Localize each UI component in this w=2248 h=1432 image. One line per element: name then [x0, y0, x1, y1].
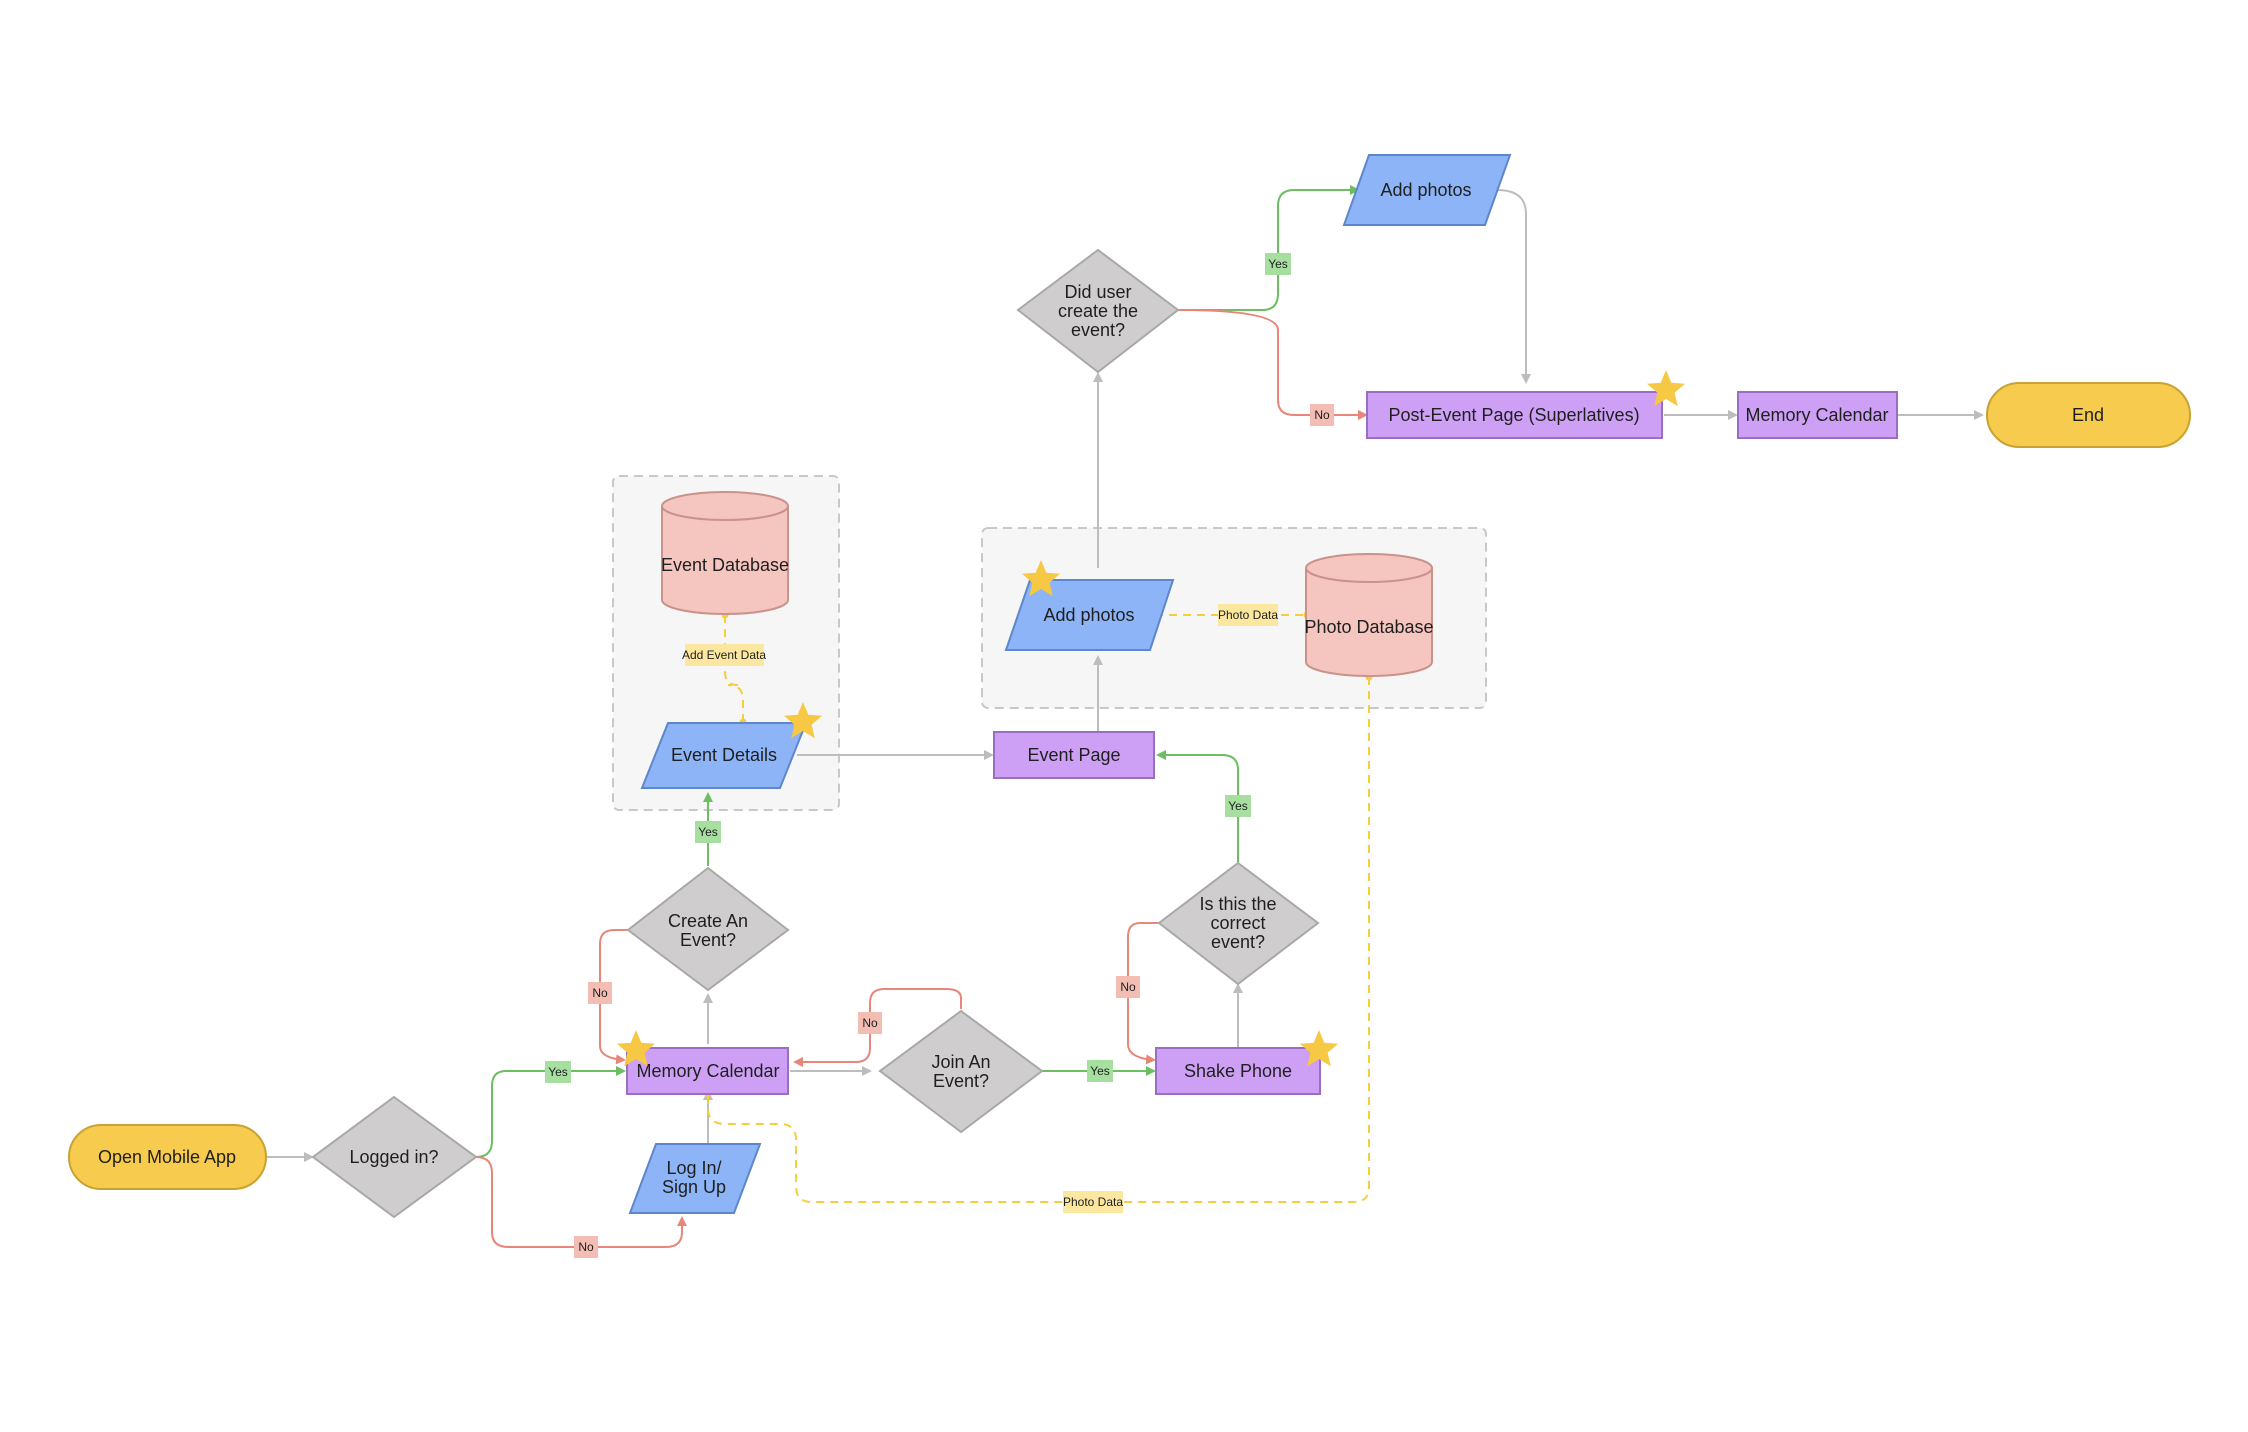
svg-text:Photo Data: Photo Data	[1063, 1195, 1123, 1209]
svg-text:event?: event?	[1211, 932, 1265, 952]
svg-text:Event Page: Event Page	[1027, 745, 1120, 765]
node-login-signup: Log In/ Sign Up	[628, 1143, 762, 1214]
node-photo-database: Photo Database	[1304, 553, 1434, 677]
svg-text:No: No	[578, 1240, 594, 1254]
node-add-photos-1: Add photos	[1004, 579, 1175, 651]
node-join-event-decision: Join An Event?	[878, 1009, 1044, 1134]
svg-text:Add photos: Add photos	[1380, 180, 1471, 200]
node-event-page: Event Page	[993, 731, 1155, 779]
label-yes-correct: Yes	[1225, 795, 1251, 817]
node-event-details: Event Details	[640, 722, 808, 789]
svg-text:Yes: Yes	[1228, 799, 1248, 813]
svg-text:Did user: Did user	[1064, 282, 1131, 302]
label-photo-data-db: Photo Data	[1218, 604, 1278, 626]
edge-create-no	[599, 929, 628, 1065]
svg-text:Event?: Event?	[680, 930, 736, 950]
svg-text:Photo Data: Photo Data	[1218, 608, 1278, 622]
label-yes-loggedin: Yes	[545, 1061, 571, 1083]
svg-text:Open Mobile App: Open Mobile App	[98, 1147, 236, 1167]
star-icon	[784, 702, 822, 739]
svg-text:Memory Calendar: Memory Calendar	[636, 1061, 779, 1081]
svg-text:Event Details: Event Details	[671, 745, 777, 765]
label-photo-data-calendar: Photo Data	[1063, 1191, 1123, 1213]
node-correct-event-decision: Is this the correct event?	[1157, 861, 1320, 986]
svg-text:Yes: Yes	[1268, 257, 1288, 271]
svg-text:Create An: Create An	[668, 911, 748, 931]
node-end: End	[1986, 382, 2191, 448]
label-no-join: No	[858, 1012, 882, 1034]
svg-text:No: No	[862, 1016, 878, 1030]
svg-text:Add Event Data: Add Event Data	[682, 648, 766, 662]
svg-text:No: No	[1314, 408, 1330, 422]
label-no-correct: No	[1116, 976, 1140, 998]
star-icon	[1022, 560, 1060, 597]
svg-text:Event Database: Event Database	[661, 555, 789, 575]
edge-didcreate-no	[1177, 309, 1368, 420]
svg-text:Add photos: Add photos	[1043, 605, 1134, 625]
edge-loggedin-yes	[475, 1066, 626, 1158]
svg-text:Yes: Yes	[698, 825, 718, 839]
svg-text:Yes: Yes	[548, 1065, 568, 1079]
label-add-event-data: Add Event Data	[682, 644, 766, 666]
svg-text:create the: create the	[1058, 301, 1138, 321]
node-create-event-decision: Create An Event?	[626, 866, 790, 992]
node-memory-calendar-main: Memory Calendar	[626, 1047, 789, 1095]
svg-text:Join An: Join An	[931, 1052, 990, 1072]
svg-text:Shake Phone: Shake Phone	[1184, 1061, 1292, 1081]
svg-text:Logged in?: Logged in?	[349, 1147, 438, 1167]
label-no-create: No	[588, 982, 612, 1004]
svg-text:Post-Event Page (Superlatives): Post-Event Page (Superlatives)	[1388, 405, 1639, 425]
svg-text:Photo Database: Photo Database	[1304, 617, 1433, 637]
svg-text:Event?: Event?	[933, 1071, 989, 1091]
label-no-didcreate: No	[1310, 404, 1334, 426]
edge-addphotos2-to-post	[1496, 189, 1531, 384]
svg-text:Log In/: Log In/	[666, 1158, 721, 1178]
label-no-loggedin: No	[574, 1236, 598, 1258]
node-open-mobile-app: Open Mobile App	[68, 1124, 267, 1190]
edge-loggedin-no	[475, 1156, 687, 1248]
label-yes-create: Yes	[695, 821, 721, 843]
svg-text:No: No	[592, 986, 608, 1000]
node-add-photos-2: Add photos	[1342, 154, 1512, 226]
label-yes-didcreate: Yes	[1265, 253, 1291, 275]
svg-text:End: End	[2072, 405, 2104, 425]
star-icon	[1300, 1030, 1338, 1067]
svg-text:No: No	[1120, 980, 1136, 994]
node-logged-in-decision: Logged in?	[311, 1095, 478, 1219]
node-did-user-create-decision: Did user create the event?	[1016, 248, 1180, 374]
edge-didcreate-yes	[1178, 185, 1360, 311]
label-yes-join: Yes	[1087, 1060, 1113, 1082]
node-memory-calendar-end: Memory Calendar	[1737, 391, 1898, 439]
svg-text:Is this the: Is this the	[1199, 894, 1276, 914]
svg-text:Memory Calendar: Memory Calendar	[1745, 405, 1888, 425]
svg-text:event?: event?	[1071, 320, 1125, 340]
node-post-event-page: Post-Event Page (Superlatives)	[1366, 391, 1663, 439]
star-icon	[1647, 370, 1685, 407]
edge-photo-data-calendar	[704, 673, 1373, 1203]
svg-text:Sign Up: Sign Up	[662, 1177, 726, 1197]
svg-text:Yes: Yes	[1090, 1064, 1110, 1078]
star-icon	[617, 1030, 655, 1067]
svg-text:correct: correct	[1210, 913, 1265, 933]
node-shake-phone: Shake Phone	[1155, 1047, 1321, 1095]
node-event-database: Event Database	[661, 491, 789, 615]
